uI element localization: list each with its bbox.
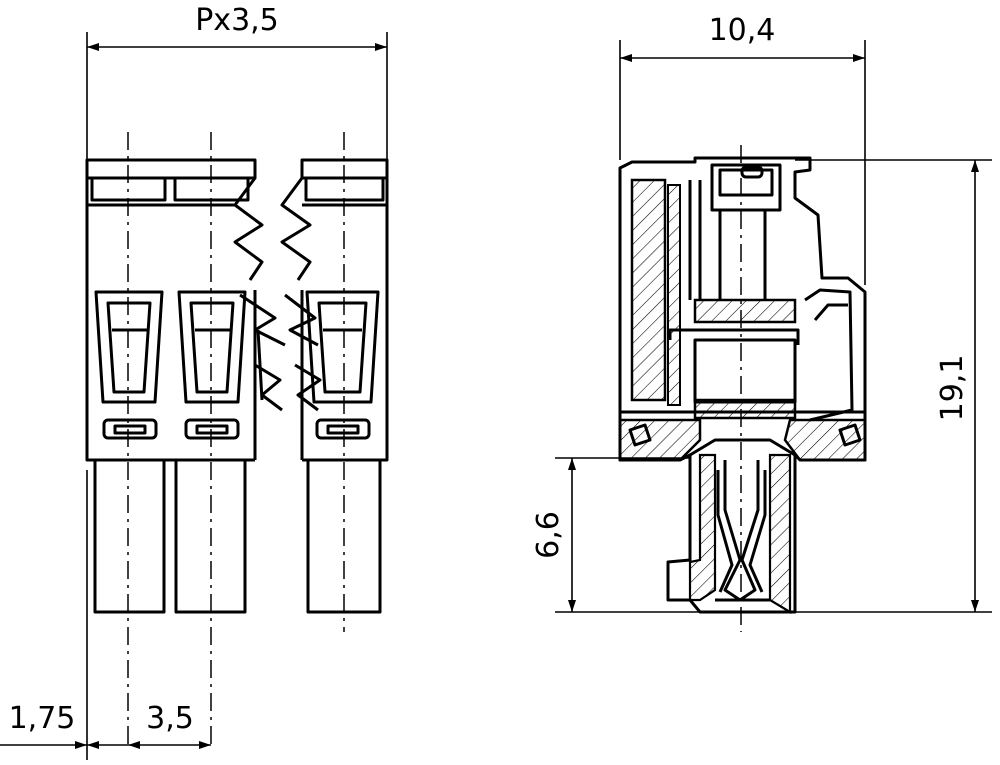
side-view	[555, 40, 992, 632]
dimension-label-edge: 1,75	[9, 701, 76, 736]
dimension-label-height: 19,1	[935, 355, 970, 422]
housing-outline	[618, 156, 867, 462]
dimension-label-pitch: Px3,5	[195, 3, 279, 38]
break-lines	[233, 177, 322, 460]
front-block-left	[85, 158, 257, 614]
front-view	[0, 32, 389, 760]
dimension-label-pitch-small: 3,5	[146, 701, 194, 736]
dimension-label-pin: 6,6	[531, 511, 566, 559]
dimension-label-width: 10,4	[709, 13, 776, 48]
